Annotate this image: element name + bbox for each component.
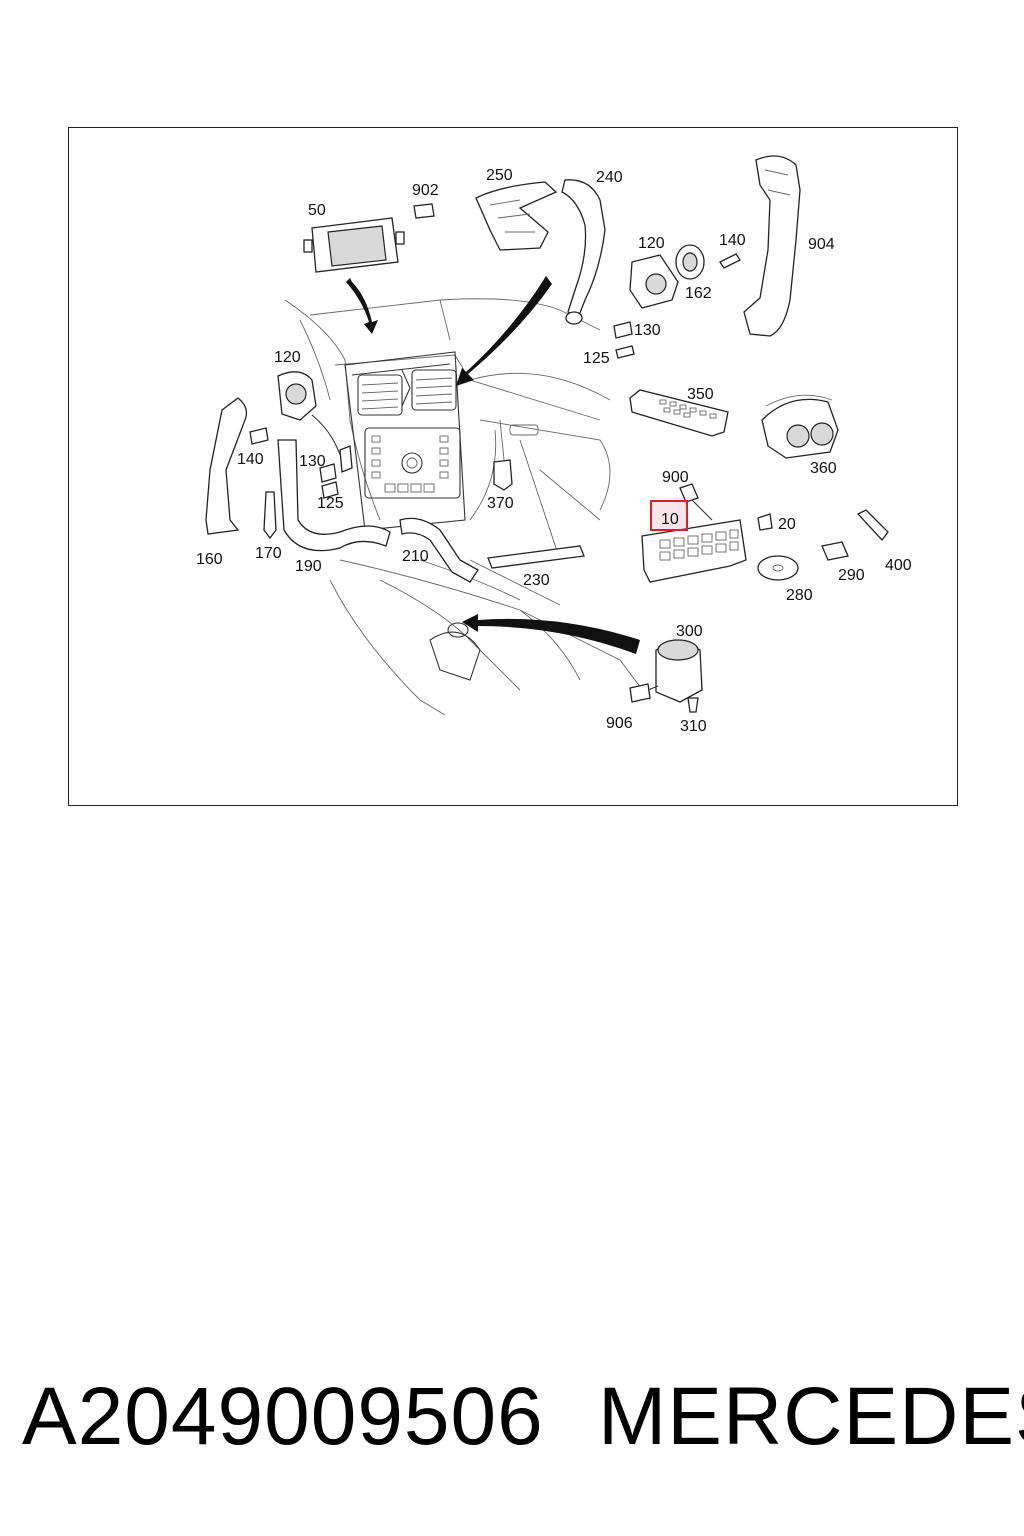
duct-904-part [743, 155, 801, 337]
brand-name: MERCEDES [598, 1371, 1024, 1462]
callout-20: 20 [778, 516, 796, 533]
callout-400: 400 [885, 557, 912, 574]
highlight-box-10 [650, 500, 688, 531]
callout-140-top: 140 [719, 232, 746, 249]
arrow-controller-to-console [462, 614, 640, 654]
callout-240: 240 [596, 169, 623, 186]
footer-caption: A2049009506 MERCEDES [0, 1370, 1024, 1470]
hose-240-part [561, 179, 606, 319]
display-unit-part [303, 217, 405, 273]
remote-350-part [629, 389, 729, 437]
callout-360: 360 [810, 460, 837, 477]
arrow-duct-to-vent [456, 276, 552, 386]
key-400-part [856, 509, 889, 542]
clip-125-top-part [615, 345, 635, 359]
callout-310: 310 [680, 718, 707, 735]
trim-230-part [487, 545, 585, 569]
clip-125-left-part [321, 481, 339, 499]
callout-120-top: 120 [638, 235, 665, 252]
callout-210: 210 [402, 548, 429, 565]
part-number: A2049009506 [22, 1371, 544, 1462]
callout-125-left: 125 [317, 495, 344, 512]
callout-10-highlighted: 10 [661, 511, 679, 528]
pin-170-part [263, 491, 277, 540]
screw-310-part [687, 697, 699, 713]
air-duct-250-part [475, 181, 558, 251]
hose-190-part [277, 439, 391, 552]
arrow-display-to-dash [346, 278, 378, 334]
controller-300-part [655, 639, 703, 703]
callout-130-top: 130 [634, 322, 661, 339]
clip-130-top-part [613, 321, 633, 339]
screw-140-left-part [249, 427, 269, 445]
callout-130-left: 130 [299, 453, 326, 470]
callout-250: 250 [486, 167, 513, 184]
callout-160: 160 [196, 551, 223, 568]
callout-370: 370 [487, 495, 514, 512]
callout-290: 290 [838, 567, 865, 584]
ring-162-part [675, 244, 705, 280]
callout-120-left: 120 [274, 349, 301, 366]
connector-902-part [413, 203, 435, 219]
callout-906: 906 [606, 715, 633, 732]
speaker-360-part [761, 394, 839, 459]
clip-370-part [493, 459, 513, 491]
hose-210-part [399, 517, 479, 583]
callout-labels: 50 902 250 240 120 140 904 162 130 125 1… [196, 167, 912, 735]
dashboard-line-art [284, 298, 651, 716]
lamp-120-top-part [629, 254, 679, 309]
callout-170: 170 [255, 545, 282, 562]
callout-350: 350 [687, 386, 714, 403]
callout-125-top: 125 [583, 350, 610, 367]
card-290-part [821, 541, 849, 561]
disc-280-part [757, 555, 799, 581]
clip-130-left-part [319, 463, 337, 483]
callout-904: 904 [808, 236, 835, 253]
callout-190: 190 [295, 558, 322, 575]
callout-140-left: 140 [237, 451, 264, 468]
callout-900: 900 [662, 469, 689, 486]
lamp-120-left-part [277, 371, 346, 466]
callout-50: 50 [308, 202, 326, 219]
callout-300: 300 [676, 623, 703, 640]
control-unit-10-part [641, 519, 747, 583]
callout-902: 902 [412, 182, 439, 199]
screw-20-part [757, 513, 773, 531]
connector-900-part [679, 483, 699, 503]
callout-230: 230 [523, 572, 550, 589]
screw-140-top-part [719, 253, 741, 269]
callout-280: 280 [786, 587, 813, 604]
callout-162: 162 [685, 285, 712, 302]
duct-160-part [205, 397, 248, 535]
connector-906-part [629, 683, 651, 703]
